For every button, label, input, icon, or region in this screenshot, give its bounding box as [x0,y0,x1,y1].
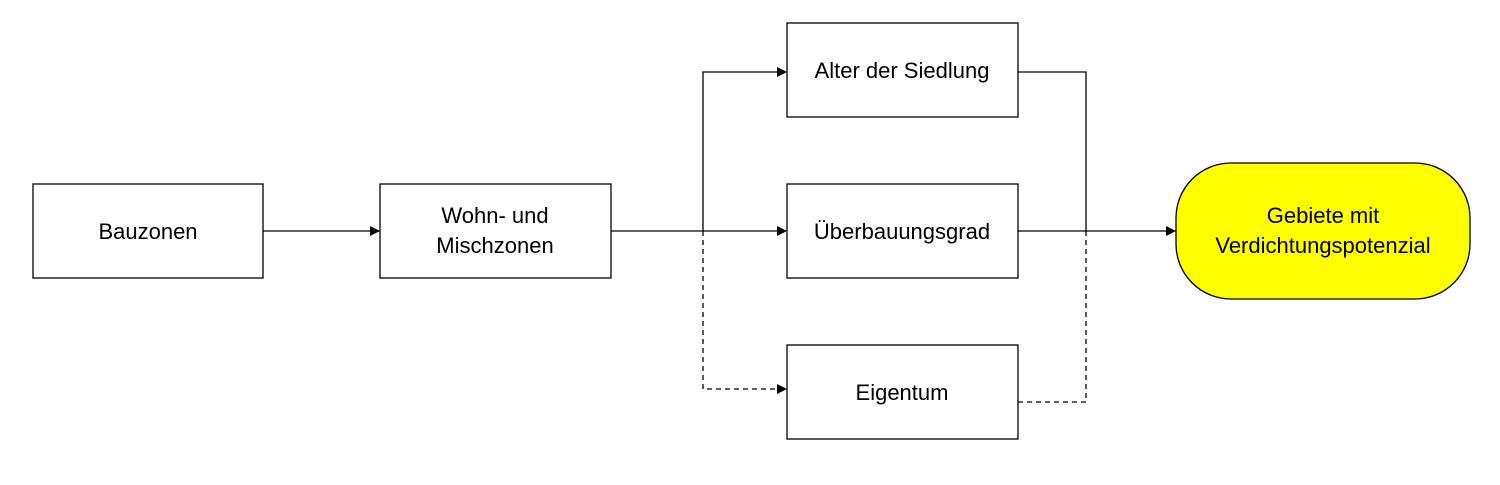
node-label: Alter der Siedlung [815,58,990,83]
node-gebiete-mit-verdichtungspotenzial: Gebiete mit Verdichtungspotenzial [1175,162,1471,300]
node-box [379,183,612,279]
node-box [786,22,1019,118]
node-label-line-2: Verdichtungspotenzial [1215,233,1430,258]
result-box [1175,162,1471,300]
node-label-line-1: Wohn- und [441,203,548,228]
node-label-line-1: Gebiete mit [1267,203,1380,228]
edge-branch-to-alter [702,67,787,231]
node-box [32,183,264,279]
node-alter-der-siedlung: Alter der Siedlung [786,22,1019,118]
node-ueberbauungsgrad: Überbauungsgrad [786,183,1019,279]
node-eigentum: Eigentum [786,344,1019,440]
node-box [786,183,1019,279]
edge-eigentum-to-merge [1018,231,1087,403]
connectors [263,67,1176,403]
node-label: Überbauungsgrad [814,219,990,244]
node-label-line-2: Mischzonen [436,233,553,258]
node-wohn-und-mischzonen: Wohn- und Mischzonen [379,183,612,279]
node-box [786,344,1019,440]
edge-branch-to-eigentum [702,231,787,394]
node-label: Eigentum [856,380,949,405]
node-label: Bauzonen [98,219,197,244]
edge-alter-to-merge [1018,71,1087,231]
node-bauzonen: Bauzonen [32,183,264,279]
